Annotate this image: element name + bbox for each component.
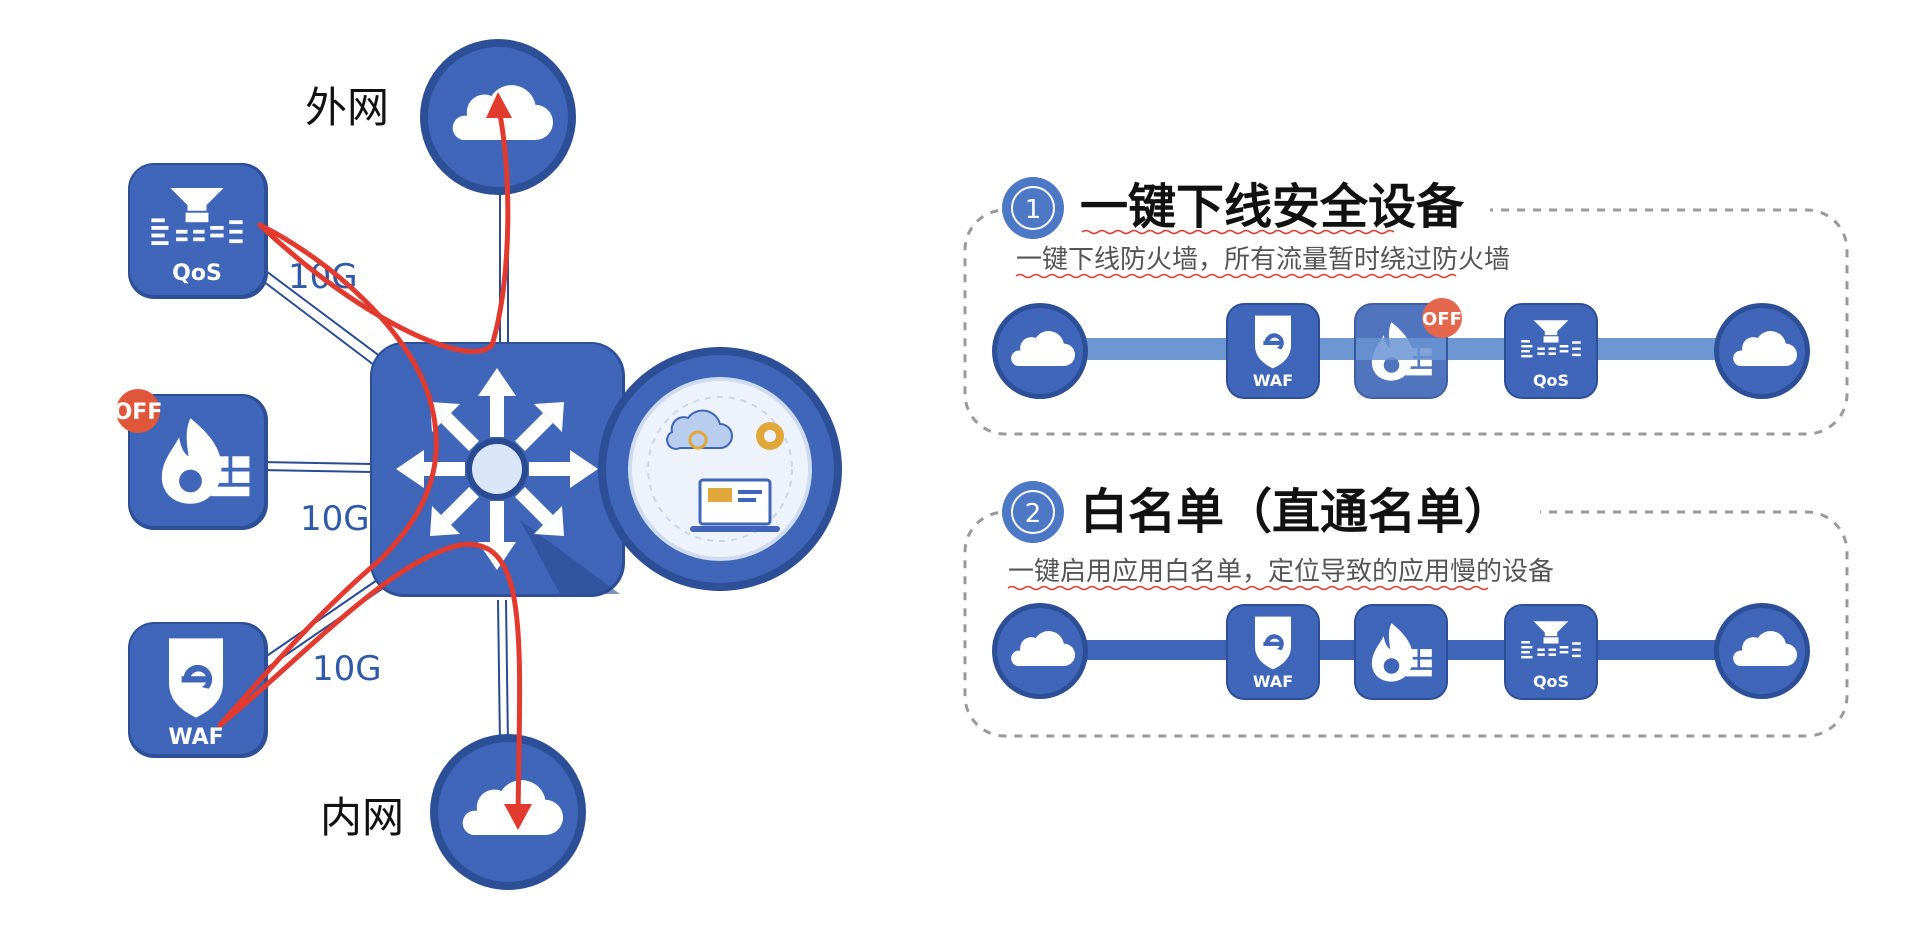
panel-whitelist: 2 白名单（直通名单） 一键启用应用白名单，定位导致的应用慢的设备 WAF Qo…: [963, 481, 1849, 738]
panel-subtitle: 一键下线防火墙，所有流量暂时绕过防火墙: [1016, 245, 1510, 275]
off-badge: [1422, 298, 1462, 338]
panel-subtitle: 一键启用应用白名单，定位导致的应用慢的设备: [1008, 557, 1554, 587]
panel-title: 白名单（直通名单）: [1080, 484, 1512, 540]
qos-device: QoS: [1504, 303, 1598, 399]
spellcheck-underline: [1081, 229, 1395, 235]
qos-label: QoS: [172, 261, 222, 286]
off-badge: [116, 389, 160, 433]
link-speed-label-firewall: 10G: [300, 499, 370, 539]
spellcheck-underline: [1015, 273, 1457, 279]
switch-arrows-icon: [396, 368, 598, 570]
panel-title: 一键下线安全设备: [1080, 179, 1465, 235]
step-number: 2: [1025, 499, 1042, 529]
lan-cloud-node: [430, 734, 586, 890]
qos-device: QoS: [1504, 604, 1598, 700]
firewall-device: OFF: [114, 389, 268, 530]
core-switch: [370, 342, 625, 597]
waf-label: WAF: [168, 725, 223, 750]
qos-device: QoS: [128, 163, 268, 299]
traffic-arrowheads: [486, 92, 532, 830]
wan-cloud-node: [992, 603, 1088, 699]
off-badge-label: OFF: [114, 400, 163, 425]
wan-cloud-node: [992, 303, 1088, 399]
wan-label: 外网: [305, 83, 389, 132]
link-speed-label-waf: 10G: [312, 649, 382, 689]
cloud-sync-icon: [666, 409, 733, 450]
panel-bypass: 1 一键下线安全设备 一键下线防火墙，所有流量暂时绕过防火墙 WAF OFF: [963, 177, 1849, 436]
step-number: 1: [1025, 195, 1042, 225]
traffic-path: [217, 101, 523, 821]
management-node: [598, 347, 842, 591]
lan-cloud-node: [1714, 303, 1810, 399]
lan-label: 内网: [320, 793, 404, 842]
firewall-device: [1354, 604, 1448, 700]
laptop-icon: [690, 478, 780, 532]
waf-device: WAF: [1226, 604, 1320, 700]
qos-label: QoS: [1533, 371, 1569, 390]
spellcheck-underline: [1007, 585, 1489, 591]
waf-device: WAF: [1226, 303, 1320, 399]
firewall-device: OFF: [1354, 298, 1462, 399]
qos-label: QoS: [1533, 672, 1569, 691]
lan-cloud-node: [1714, 603, 1810, 699]
waf-device: WAF: [128, 622, 268, 758]
waf-label: WAF: [1253, 371, 1293, 390]
waf-label: WAF: [1253, 672, 1293, 691]
off-badge-label: OFF: [1422, 309, 1462, 330]
gear-icon: [756, 422, 784, 450]
